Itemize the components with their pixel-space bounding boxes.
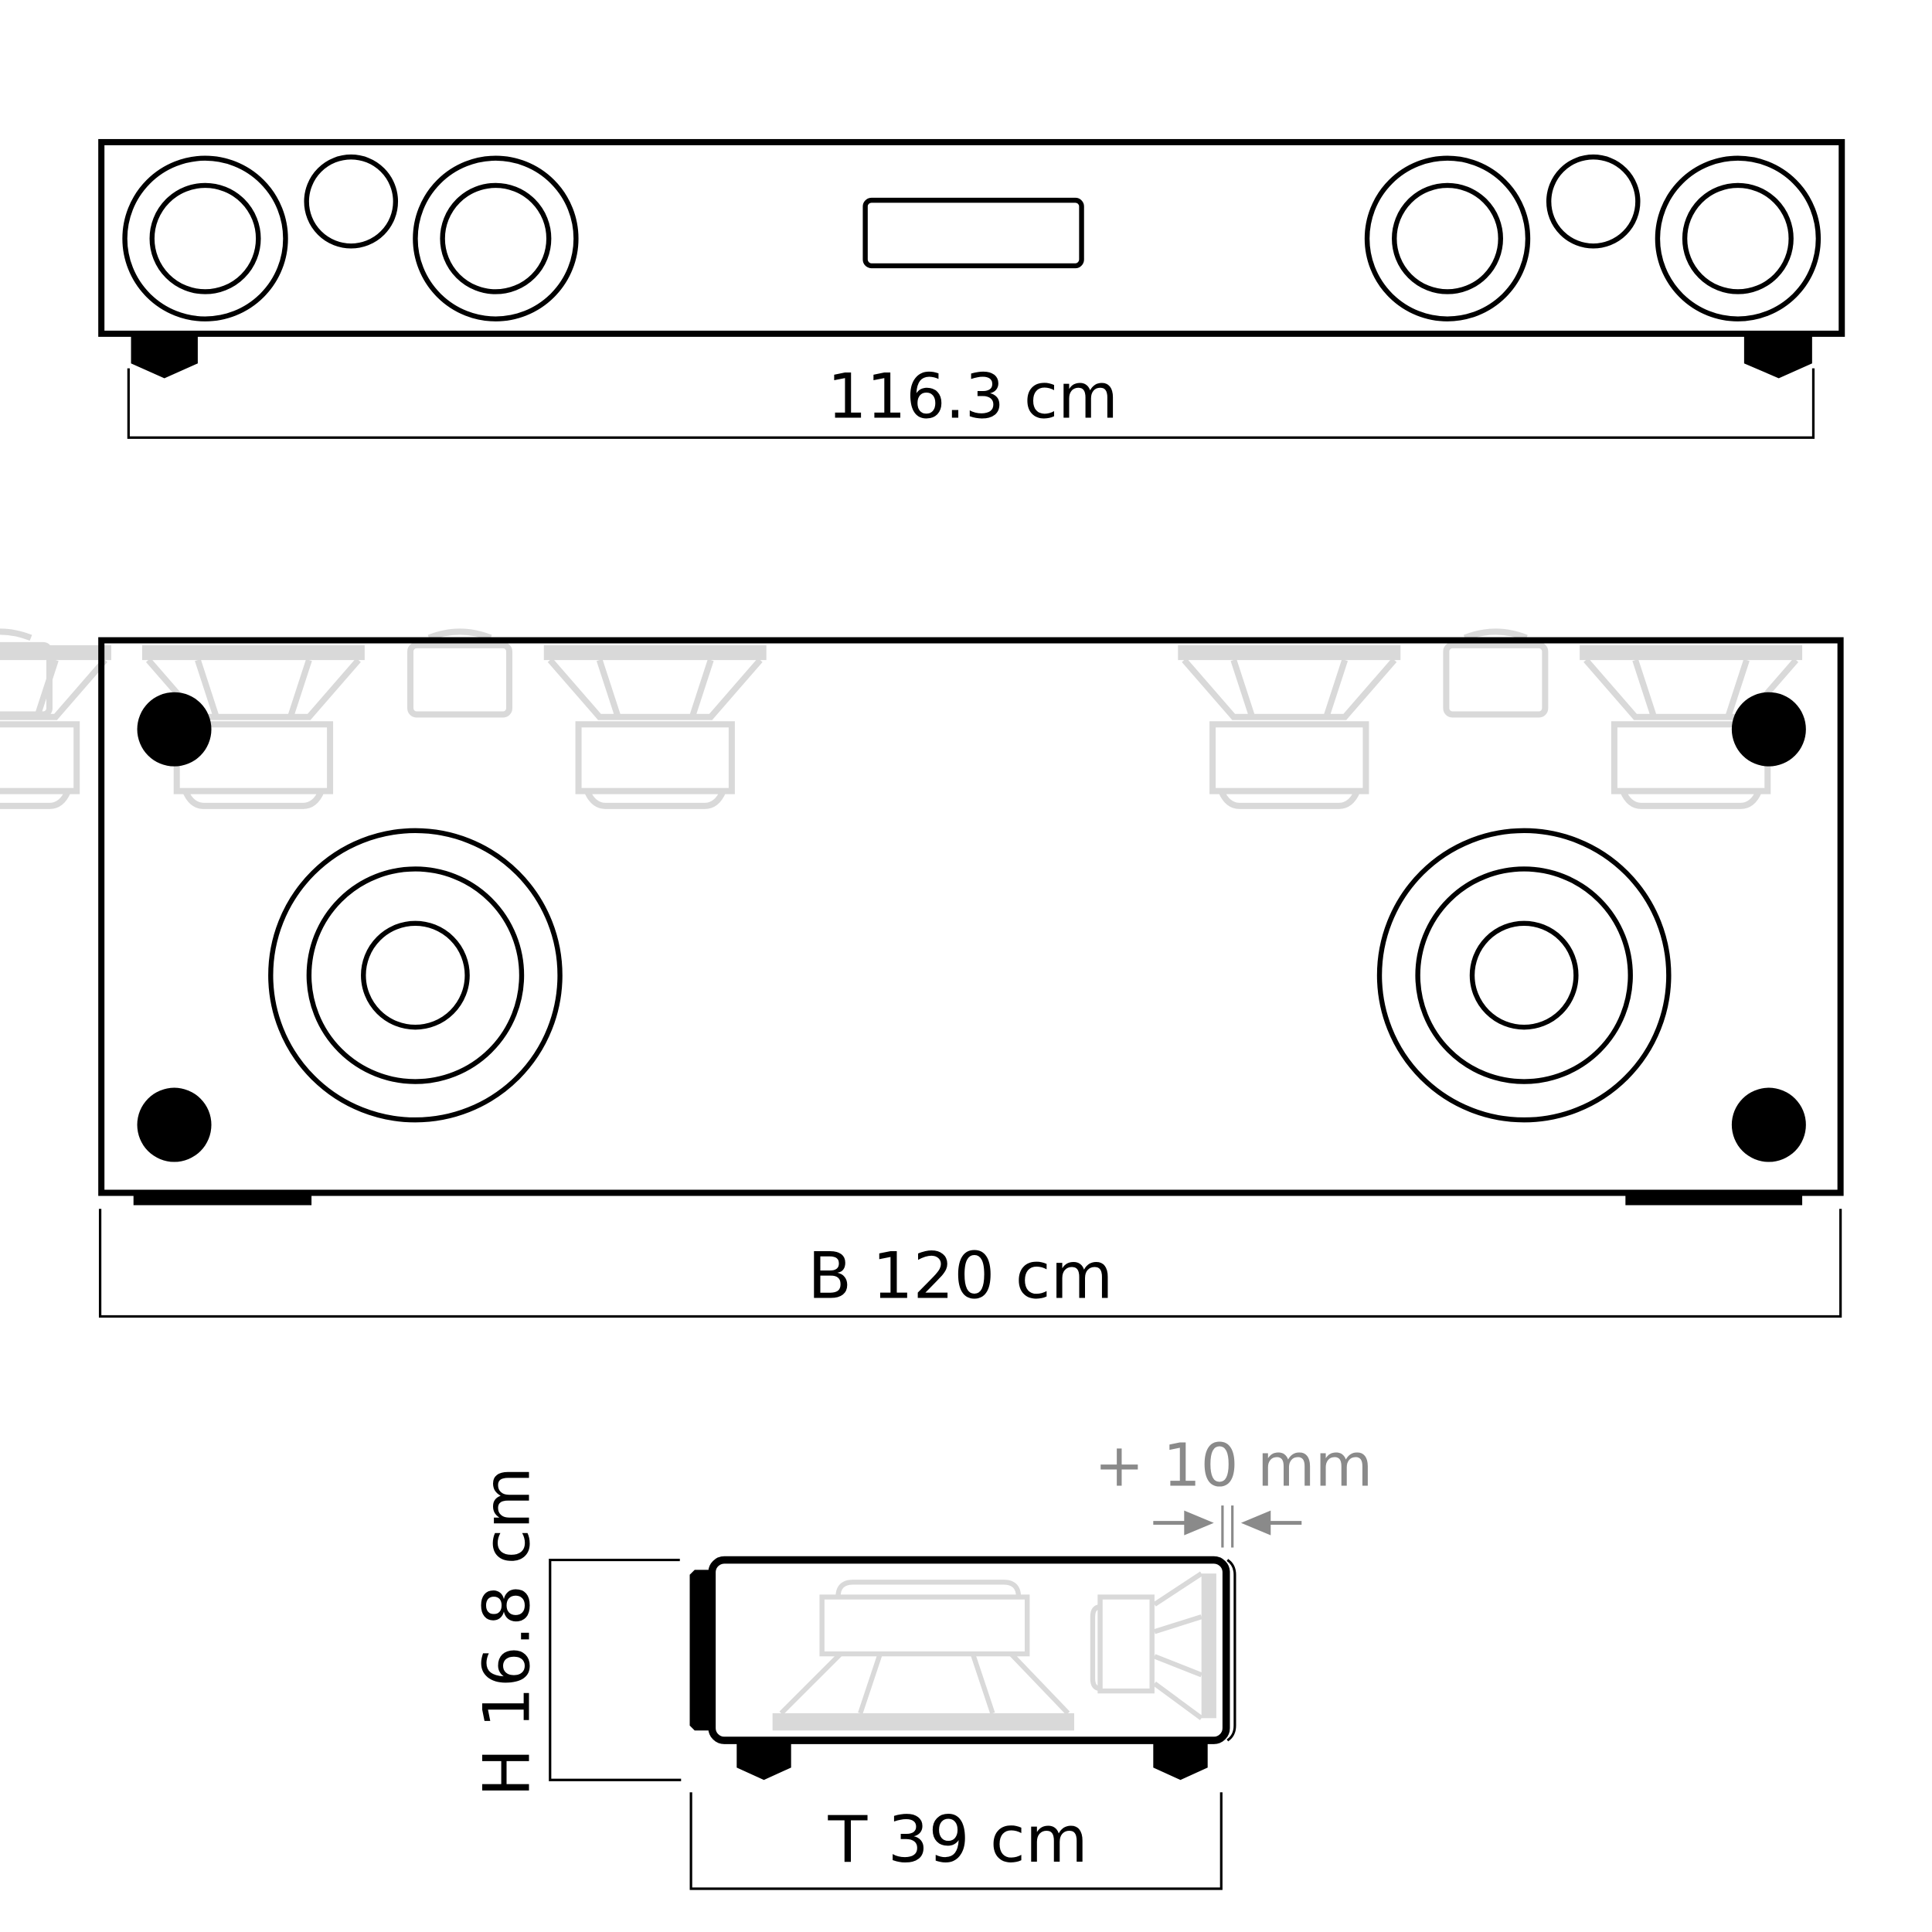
- front-right-drivers: [1364, 154, 1821, 321]
- side-extra-depth-bracket: [1226, 1559, 1236, 1742]
- front-view: [98, 138, 1845, 439]
- ghost-tweeter: [0, 628, 53, 718]
- front-foot-left: [131, 336, 198, 379]
- ghost-woofer: [0, 645, 111, 809]
- side-extra-label: + 10 mm: [1094, 1432, 1372, 1501]
- front-body: [98, 138, 1845, 337]
- top-body: [98, 637, 1844, 1196]
- depth-dimension-line: [689, 1792, 1223, 1890]
- side-foot-rear: [1153, 1740, 1208, 1781]
- top-foot-left: [133, 1192, 312, 1206]
- side-front-grille: [689, 1570, 713, 1731]
- subwoofers: [268, 828, 1672, 1123]
- side-depth-label: T 39 cm: [828, 1802, 1088, 1877]
- front-width-label: 116.3 cm: [828, 361, 1118, 433]
- front-foot-right: [1743, 336, 1812, 379]
- top-dimension-line: [98, 1209, 1842, 1318]
- side-height-label: H 16.8 cm: [470, 1467, 545, 1797]
- side-view: [549, 1505, 1302, 1890]
- side-ghost-drivers: [772, 1571, 1216, 1731]
- height-dimension-line: [549, 1558, 682, 1781]
- top-width-label: B 120 cm: [808, 1238, 1113, 1313]
- extra-depth-arrows: [1153, 1505, 1302, 1548]
- mount-points: [137, 692, 1806, 1162]
- side-foot-front: [736, 1740, 791, 1781]
- front-dimension-line: [127, 368, 1815, 439]
- front-display: [862, 197, 1084, 269]
- top-foot-right: [1625, 1192, 1803, 1206]
- top-view: [0, 631, 1844, 1318]
- front-left-drivers: [122, 154, 579, 321]
- ghost-drivers: [0, 631, 1802, 806]
